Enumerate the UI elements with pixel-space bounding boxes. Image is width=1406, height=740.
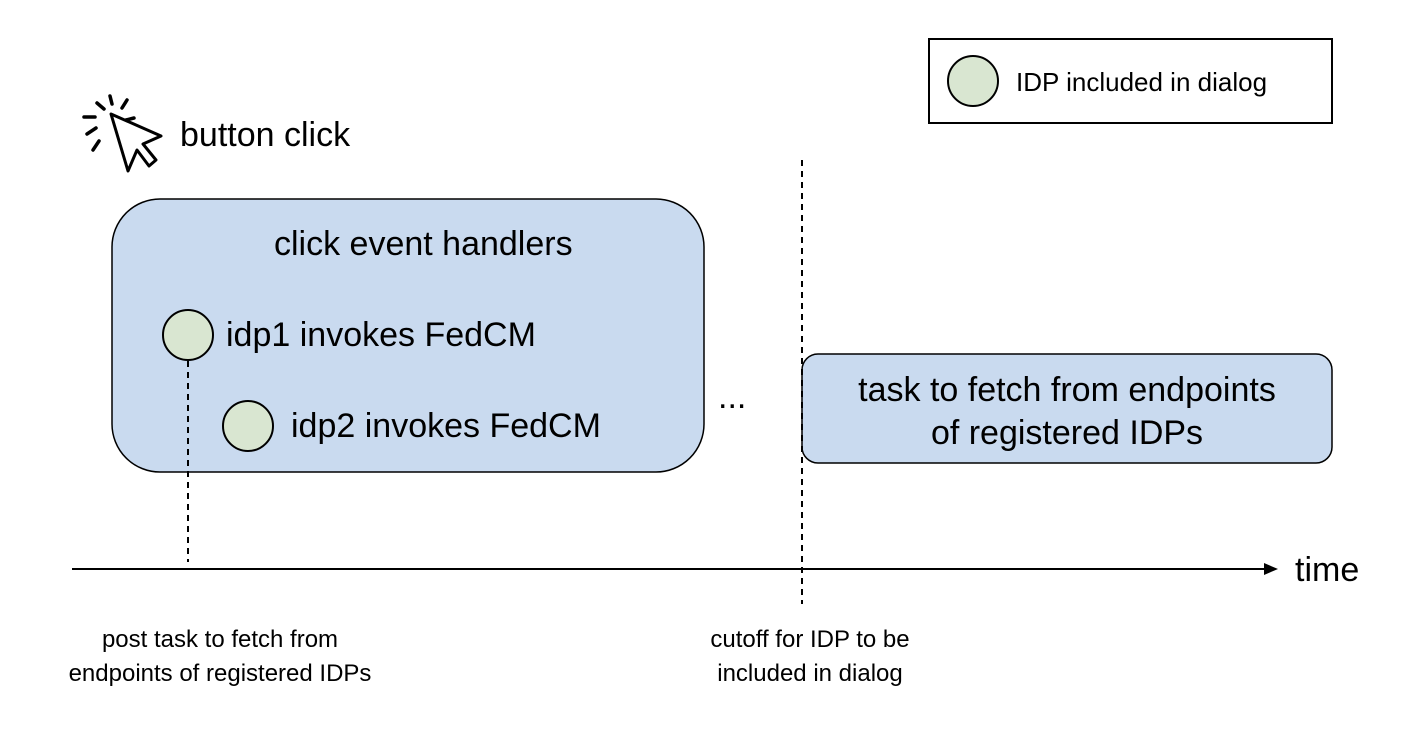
cutoff-line1: cutoff for IDP to be	[710, 626, 910, 653]
cursor-click-icon	[82, 94, 163, 173]
timeline-arrowhead	[1264, 563, 1278, 575]
ellipsis: ...	[718, 378, 747, 416]
timeline-label: time	[1295, 551, 1360, 589]
task-box-line1: task to fetch from endpoints	[858, 371, 1276, 409]
task-box	[801, 353, 1333, 464]
post-task-line2: endpoints of registered IDPs	[68, 660, 372, 687]
cutoff-line2: included in dialog	[717, 660, 903, 687]
task-box-line2: of registered IDPs	[930, 414, 1204, 452]
idp2-circle-icon	[222, 400, 274, 452]
legend-label: IDP included in dialog	[1016, 67, 1268, 97]
idp2-label: idp2 invokes FedCM	[291, 407, 601, 445]
handlers-box-title: click event handlers	[274, 225, 573, 263]
post-task-line1: post task to fetch from	[101, 626, 339, 653]
idp1-circle-icon	[162, 309, 214, 361]
idp1-label: idp1 invokes FedCM	[226, 316, 536, 354]
button-click-label: button click	[180, 116, 351, 154]
legend-circle-icon	[947, 55, 999, 107]
